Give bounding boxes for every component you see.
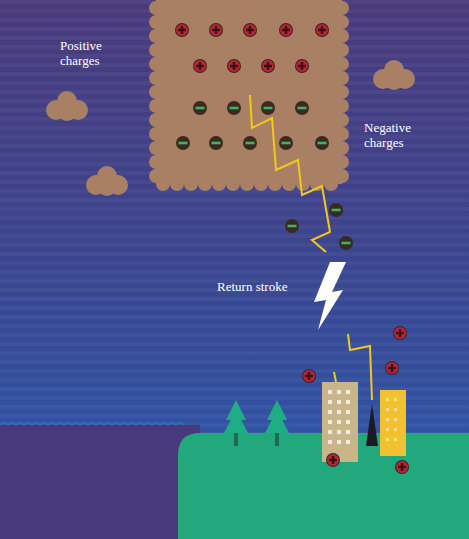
upward-leader (334, 372, 336, 382)
positive-charge (302, 369, 316, 383)
cloud-label: Positive charges (60, 38, 140, 68)
sea-waves (0, 423, 184, 426)
stroke-label: Return stroke (217, 279, 317, 294)
positive-charge (395, 460, 409, 474)
positive-charge (326, 453, 340, 467)
negative-charge (339, 236, 353, 250)
negative-charge (329, 203, 343, 217)
positive-charge (393, 326, 407, 340)
yellow-building (380, 390, 406, 456)
lightning-rod (366, 404, 378, 446)
tree (265, 400, 289, 446)
tree (224, 400, 248, 446)
sea (0, 425, 200, 539)
small-cloud (86, 166, 128, 196)
cloud-charges (175, 23, 329, 150)
cloud-label: Negative charges (364, 120, 434, 150)
small-cloud (46, 91, 88, 121)
small-cloud (373, 60, 415, 90)
tall-building (322, 382, 358, 462)
positive-charge (385, 361, 399, 375)
negative-charge (285, 219, 299, 233)
return-stroke-bolt (314, 262, 346, 330)
stepped-leader (250, 95, 330, 252)
storm-cloud (149, 0, 349, 191)
